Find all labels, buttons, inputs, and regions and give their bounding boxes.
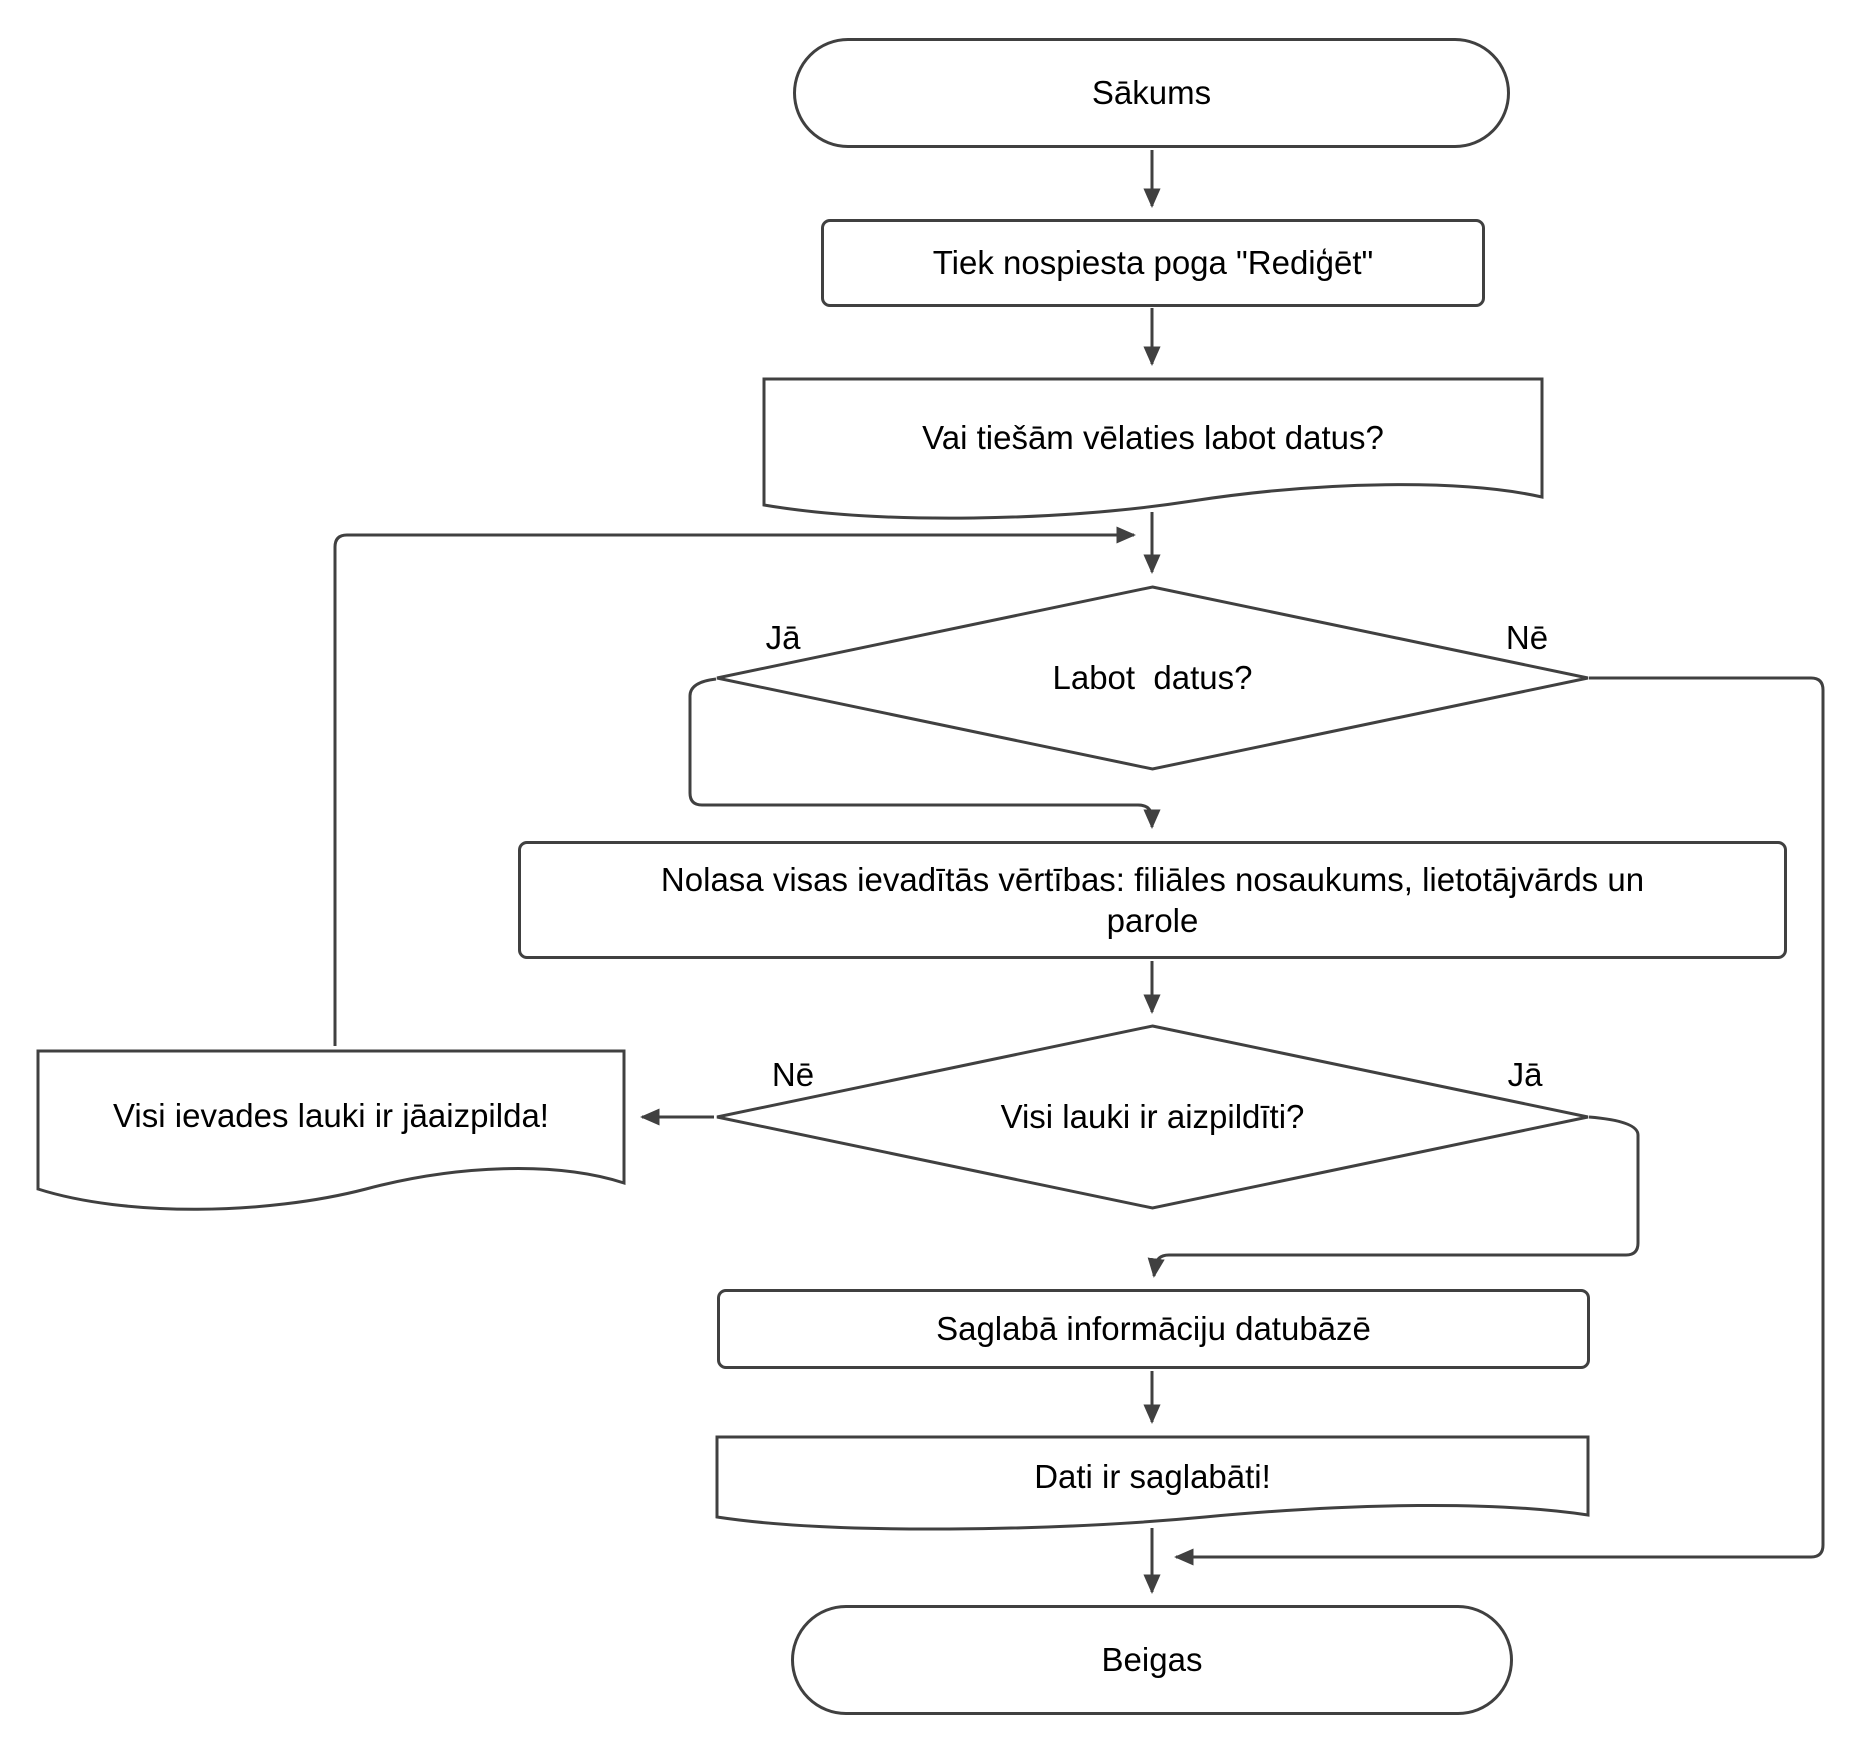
node-confirm-prompt-label: Vai tiešām vēlaties labot datus? (922, 419, 1384, 457)
node-fields-decision: Visi lauki ir aizpildīti? (715, 1024, 1590, 1210)
edge-label-edit-no: Nē (1505, 619, 1549, 656)
node-saved-msg-label: Dati ir saglabāti! (1034, 1458, 1271, 1496)
connector-editdecision-no-loop (1174, 676, 1825, 1566)
node-press-edit: Tiek nospiesta poga "Rediģēt" (821, 219, 1485, 307)
connector-fieldsdecision-yes (1147, 1115, 1640, 1278)
node-end: Beigas (791, 1605, 1513, 1715)
document-shape (762, 377, 1544, 520)
node-fill-warning-label: Visi ievades lauki ir jāaizpilda! (113, 1097, 549, 1135)
node-press-edit-label: Tiek nospiesta poga "Rediģēt" (932, 244, 1374, 282)
node-save-db-label: Saglabā informāciju datubāzē (936, 1310, 1371, 1348)
edge-label-edit-yes: Jā (765, 619, 801, 656)
node-fields-decision-label: Visi lauki ir aizpildīti? (1000, 1098, 1305, 1136)
decision-shape (716, 1024, 1589, 1210)
edge-label-fields-yes: Jā (1507, 1056, 1543, 1093)
node-start: Sākums (793, 38, 1510, 148)
connector-warning-loop-to-merge (333, 526, 1136, 1046)
edge-label-fields-no: Nē (771, 1056, 815, 1093)
node-saved-msg: Dati ir saglabāti! (715, 1435, 1590, 1537)
node-confirm-prompt: Vai tiešām vēlaties labot datus? (762, 377, 1544, 525)
node-save-db: Saglabā informāciju datubāzē (717, 1289, 1590, 1369)
node-read-values: Nolasa visas ievadītās vērtības: filiāle… (518, 841, 1787, 959)
document-shape (715, 1435, 1590, 1531)
node-start-label: Sākums (1091, 74, 1212, 112)
document-shape (36, 1049, 626, 1211)
node-edit-decision-label: Labot datus? (1052, 659, 1253, 697)
node-read-values-label: Nolasa visas ievadītās vērtības: filiāle… (660, 860, 1645, 939)
node-end-label: Beigas (1101, 1641, 1203, 1679)
node-edit-decision: Labot datus? (715, 585, 1590, 771)
decision-shape (716, 585, 1589, 771)
connector-editdecision-yes (688, 677, 1161, 829)
node-fill-warning: Visi ievades lauki ir jāaizpilda! (36, 1049, 626, 1217)
